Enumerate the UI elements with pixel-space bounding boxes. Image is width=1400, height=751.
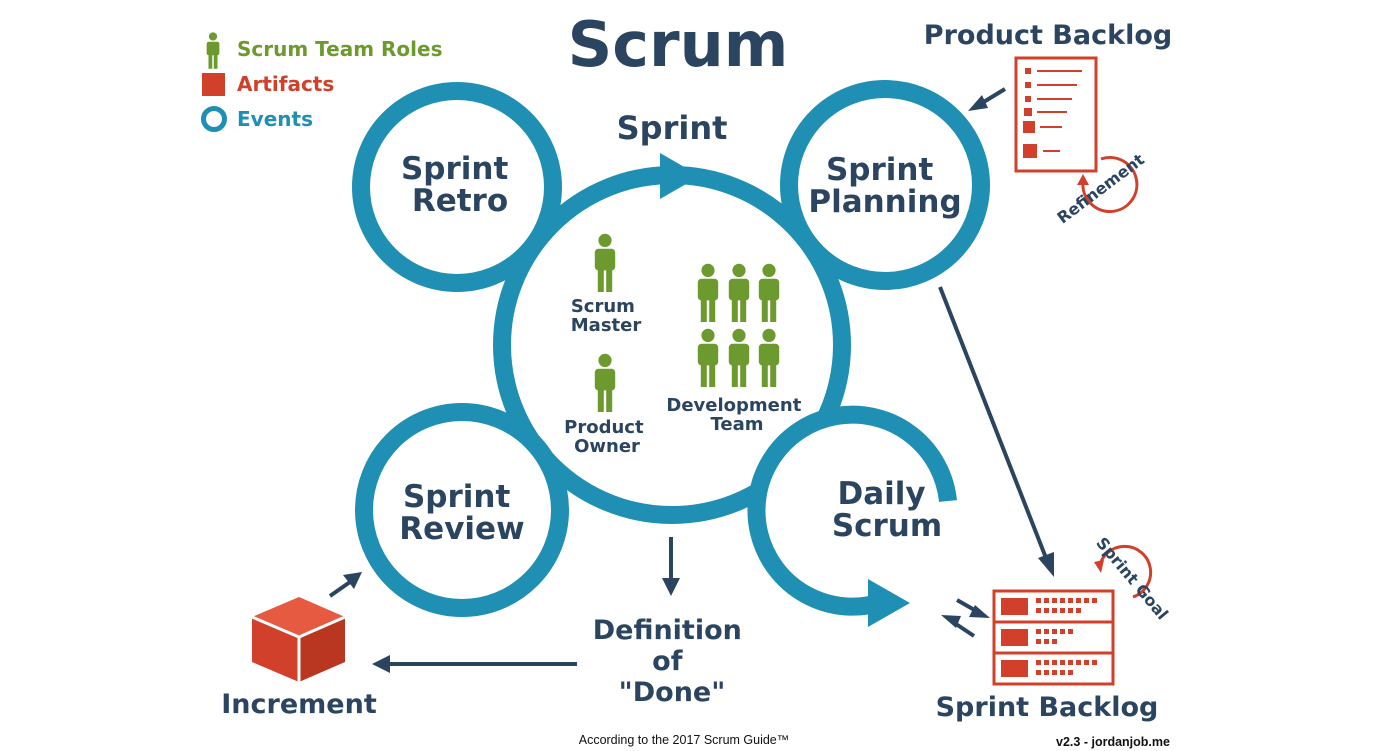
arrow-increment-to-review bbox=[328, 580, 352, 598]
sprint-planning-circle bbox=[780, 80, 990, 290]
daily-scrum-line1: Daily bbox=[838, 476, 926, 512]
arrow-increment-to-review-head bbox=[343, 572, 362, 589]
sprint-backlog-label: Sprint Backlog bbox=[936, 692, 1159, 723]
development-team-line2: Team bbox=[711, 414, 764, 435]
product-backlog-label: Product Backlog bbox=[924, 20, 1172, 51]
product-owner-line1: Product bbox=[564, 417, 644, 438]
sprint-planning-line2: Planning bbox=[808, 184, 961, 220]
arrow-planning-to-sprint-backlog bbox=[938, 286, 1048, 559]
product-owner-icon bbox=[594, 353, 616, 412]
sprint-retro-line2: Retro bbox=[412, 183, 508, 219]
definition-of-done-label: Definition of "Done" bbox=[593, 615, 752, 708]
legend-person-icon bbox=[206, 32, 220, 69]
arrow-backlog-to-daily-head bbox=[941, 615, 961, 628]
product-owner-label: Product Owner bbox=[564, 417, 650, 457]
scrum-master-line1: Scrum bbox=[571, 296, 635, 317]
sprint-label: Sprint bbox=[617, 109, 728, 147]
definition-of-done-line3: "Done" bbox=[619, 677, 726, 708]
development-team-label: Development Team bbox=[666, 395, 807, 435]
legend: Scrum Team Roles Artifacts Events bbox=[201, 32, 442, 132]
sprint-arrow-head bbox=[660, 153, 700, 199]
product-owner-line2: Owner bbox=[574, 436, 640, 457]
sprint-review-circle bbox=[355, 403, 569, 617]
sprint-retro-label: Sprint Retro bbox=[401, 151, 519, 219]
increment-cube-icon bbox=[251, 597, 346, 682]
diagram-title: Scrum bbox=[568, 8, 789, 81]
legend-roles-label: Scrum Team Roles bbox=[237, 37, 442, 61]
daily-scrum-arrow-head bbox=[868, 579, 910, 627]
footer-guide-note: According to the 2017 Scrum Guide™ bbox=[579, 733, 790, 747]
daily-scrum-label: Daily Scrum bbox=[832, 476, 942, 544]
development-team-icon bbox=[697, 263, 780, 387]
sprint-retro-line1: Sprint bbox=[401, 151, 509, 187]
sprint-goal-loop bbox=[1097, 544, 1153, 599]
refinement-arrow-head bbox=[1077, 174, 1089, 185]
legend-artifact-icon bbox=[202, 73, 225, 96]
connector-arrows bbox=[328, 87, 1054, 673]
definition-of-done-line2: of bbox=[652, 646, 683, 677]
sprint-planning-line1: Sprint bbox=[826, 152, 934, 188]
sprint-goal-arrow-head bbox=[1094, 560, 1104, 573]
arrow-backlog-to-planning bbox=[980, 87, 1007, 105]
sprint-review-line1: Sprint bbox=[403, 479, 511, 515]
scrum-master-line2: Master bbox=[571, 315, 642, 336]
arrow-backlog-to-planning-head bbox=[968, 95, 988, 111]
arrow-planning-to-sprint-backlog-head bbox=[1038, 552, 1054, 577]
footer-version: v2.3 - jordanjob.me bbox=[1056, 735, 1170, 749]
sprint-planning-label: Sprint Planning bbox=[808, 152, 961, 220]
legend-events-label: Events bbox=[237, 107, 313, 131]
scrum-master-label: Scrum Master bbox=[571, 296, 642, 336]
sprint-review-line2: Review bbox=[399, 511, 524, 547]
sprint-retro-circle bbox=[352, 82, 562, 292]
arrow-sprint-to-done-head bbox=[662, 578, 680, 596]
sprint-backlog-icon bbox=[992, 589, 1115, 686]
refinement-loop bbox=[1081, 156, 1139, 213]
daily-scrum-line2: Scrum bbox=[832, 508, 942, 544]
sprint-review-label: Sprint Review bbox=[399, 479, 524, 547]
increment-label: Increment bbox=[221, 689, 377, 720]
legend-event-icon bbox=[201, 106, 227, 132]
legend-artifacts-label: Artifacts bbox=[237, 72, 334, 96]
arrow-done-to-increment-head bbox=[372, 655, 390, 673]
scrum-master-icon bbox=[594, 233, 616, 292]
daily-scrum-circle bbox=[747, 405, 957, 616]
arrow-daily-to-backlog-head bbox=[969, 605, 990, 618]
development-team-line1: Development bbox=[666, 395, 801, 416]
product-backlog-icon bbox=[1014, 56, 1098, 173]
definition-of-done-line1: Definition bbox=[593, 615, 742, 646]
